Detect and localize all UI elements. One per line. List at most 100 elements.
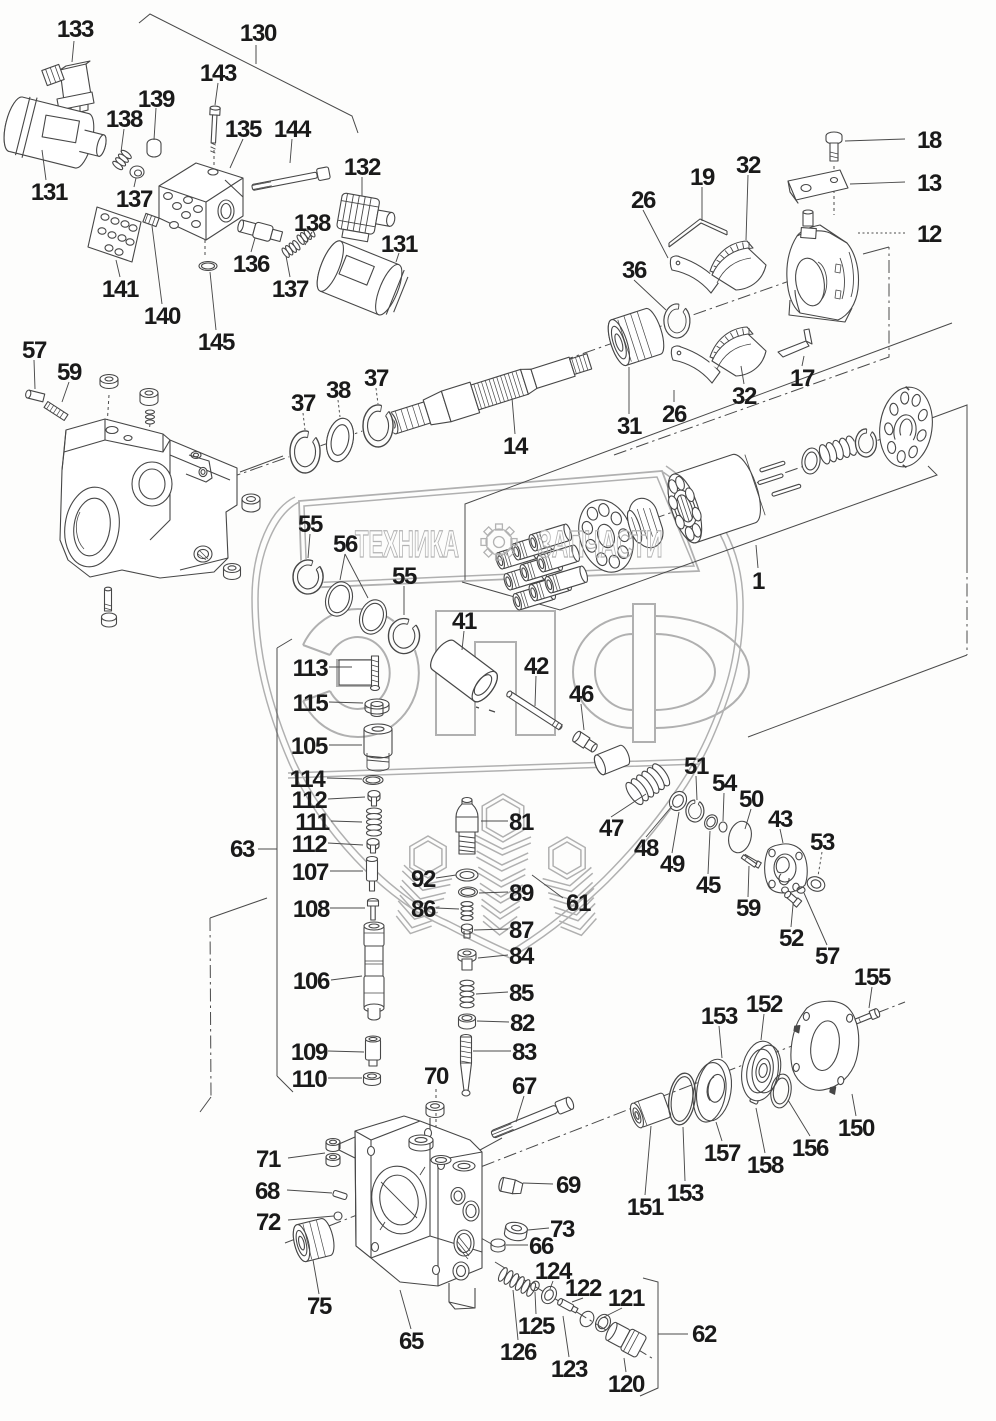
svg-text:120: 120 bbox=[608, 1371, 645, 1398]
svg-text:49: 49 bbox=[660, 851, 685, 878]
svg-text:124: 124 bbox=[535, 1258, 573, 1285]
svg-text:153: 153 bbox=[667, 1180, 704, 1207]
svg-text:140: 140 bbox=[144, 303, 181, 330]
svg-text:57: 57 bbox=[815, 943, 840, 970]
svg-text:1: 1 bbox=[752, 568, 765, 595]
svg-text:73: 73 bbox=[550, 1216, 575, 1243]
svg-text:112: 112 bbox=[292, 831, 328, 858]
svg-text:32: 32 bbox=[736, 152, 761, 179]
svg-text:31: 31 bbox=[617, 413, 642, 440]
svg-text:55: 55 bbox=[392, 563, 417, 590]
svg-text:145: 145 bbox=[198, 329, 235, 356]
svg-text:47: 47 bbox=[599, 815, 624, 842]
svg-text:59: 59 bbox=[57, 359, 82, 386]
svg-text:157: 157 bbox=[704, 1140, 741, 1167]
svg-text:66: 66 bbox=[529, 1233, 554, 1260]
svg-text:26: 26 bbox=[631, 187, 656, 214]
svg-text:57: 57 bbox=[22, 337, 47, 364]
svg-text:43: 43 bbox=[768, 806, 793, 833]
svg-text:109: 109 bbox=[291, 1039, 328, 1066]
svg-text:37: 37 bbox=[291, 390, 316, 417]
svg-text:135: 135 bbox=[225, 116, 262, 143]
svg-text:130: 130 bbox=[240, 20, 277, 47]
svg-text:42: 42 bbox=[524, 653, 549, 680]
svg-text:70: 70 bbox=[424, 1063, 449, 1090]
svg-text:143: 143 bbox=[200, 60, 237, 87]
svg-text:26: 26 bbox=[662, 401, 687, 428]
svg-text:114: 114 bbox=[290, 766, 327, 793]
svg-text:85: 85 bbox=[509, 980, 534, 1007]
svg-text:65: 65 bbox=[399, 1328, 424, 1355]
svg-text:19: 19 bbox=[690, 164, 715, 191]
svg-text:107: 107 bbox=[292, 859, 329, 886]
svg-text:105: 105 bbox=[291, 733, 328, 760]
svg-text:89: 89 bbox=[509, 880, 534, 907]
svg-text:36: 36 bbox=[622, 257, 647, 284]
svg-text:121: 121 bbox=[608, 1285, 645, 1312]
svg-text:61: 61 bbox=[566, 890, 591, 917]
svg-text:137: 137 bbox=[272, 276, 309, 303]
svg-text:45: 45 bbox=[696, 872, 721, 899]
svg-text:155: 155 bbox=[854, 964, 891, 991]
svg-text:113: 113 bbox=[293, 655, 329, 682]
svg-text:54: 54 bbox=[712, 770, 738, 797]
svg-text:139: 139 bbox=[138, 86, 175, 113]
svg-text:63: 63 bbox=[230, 836, 255, 863]
svg-text:84: 84 bbox=[509, 943, 535, 970]
svg-text:131: 131 bbox=[31, 179, 68, 206]
svg-text:75: 75 bbox=[307, 1293, 332, 1320]
svg-text:62: 62 bbox=[692, 1321, 717, 1348]
svg-text:123: 123 bbox=[551, 1356, 588, 1383]
svg-text:68: 68 bbox=[255, 1178, 280, 1205]
svg-text:ЗАПЧАСТИ: ЗАПЧАСТИ bbox=[538, 524, 663, 566]
svg-text:138: 138 bbox=[294, 210, 331, 237]
svg-text:50: 50 bbox=[739, 786, 764, 813]
svg-text:52: 52 bbox=[779, 925, 804, 952]
svg-text:56: 56 bbox=[333, 531, 358, 558]
svg-text:86: 86 bbox=[411, 896, 436, 923]
svg-text:17: 17 bbox=[790, 365, 815, 392]
svg-text:152: 152 bbox=[746, 991, 783, 1018]
svg-text:53: 53 bbox=[810, 829, 835, 856]
svg-text:81: 81 bbox=[509, 809, 534, 836]
svg-text:46: 46 bbox=[569, 681, 594, 708]
svg-text:153: 153 bbox=[701, 1003, 738, 1030]
svg-text:87: 87 bbox=[509, 917, 534, 944]
svg-text:115: 115 bbox=[293, 690, 329, 717]
svg-text:136: 136 bbox=[233, 251, 270, 278]
svg-text:108: 108 bbox=[293, 896, 330, 923]
svg-text:156: 156 bbox=[792, 1135, 829, 1162]
svg-text:12: 12 bbox=[917, 221, 942, 248]
svg-text:72: 72 bbox=[256, 1209, 281, 1236]
svg-text:67: 67 bbox=[512, 1073, 537, 1100]
svg-text:18: 18 bbox=[917, 127, 942, 154]
svg-text:158: 158 bbox=[747, 1152, 784, 1179]
svg-text:83: 83 bbox=[512, 1039, 537, 1066]
svg-text:133: 133 bbox=[57, 16, 94, 43]
svg-text:132: 132 bbox=[344, 154, 381, 181]
svg-text:110: 110 bbox=[292, 1066, 328, 1093]
svg-text:131: 131 bbox=[381, 231, 418, 258]
svg-text:55: 55 bbox=[298, 511, 323, 538]
svg-text:82: 82 bbox=[510, 1010, 535, 1037]
svg-text:122: 122 bbox=[565, 1275, 602, 1302]
svg-text:41: 41 bbox=[452, 608, 477, 635]
svg-text:125: 125 bbox=[518, 1313, 555, 1340]
svg-text:137: 137 bbox=[116, 186, 153, 213]
svg-text:126: 126 bbox=[500, 1339, 537, 1366]
svg-text:69: 69 bbox=[556, 1172, 581, 1199]
svg-text:141: 141 bbox=[102, 276, 139, 303]
svg-text:38: 38 bbox=[326, 377, 351, 404]
svg-text:ТЕХНИКА: ТЕХНИКА bbox=[355, 524, 459, 566]
svg-text:151: 151 bbox=[627, 1194, 664, 1221]
svg-text:92: 92 bbox=[411, 866, 436, 893]
svg-text:13: 13 bbox=[917, 170, 942, 197]
svg-text:71: 71 bbox=[256, 1146, 281, 1173]
svg-text:112: 112 bbox=[292, 787, 328, 814]
svg-text:144: 144 bbox=[274, 116, 312, 143]
svg-text:32: 32 bbox=[732, 383, 757, 410]
svg-text:14: 14 bbox=[503, 433, 529, 460]
svg-text:111: 111 bbox=[295, 809, 329, 836]
svg-text:59: 59 bbox=[736, 895, 761, 922]
svg-text:48: 48 bbox=[634, 835, 659, 862]
